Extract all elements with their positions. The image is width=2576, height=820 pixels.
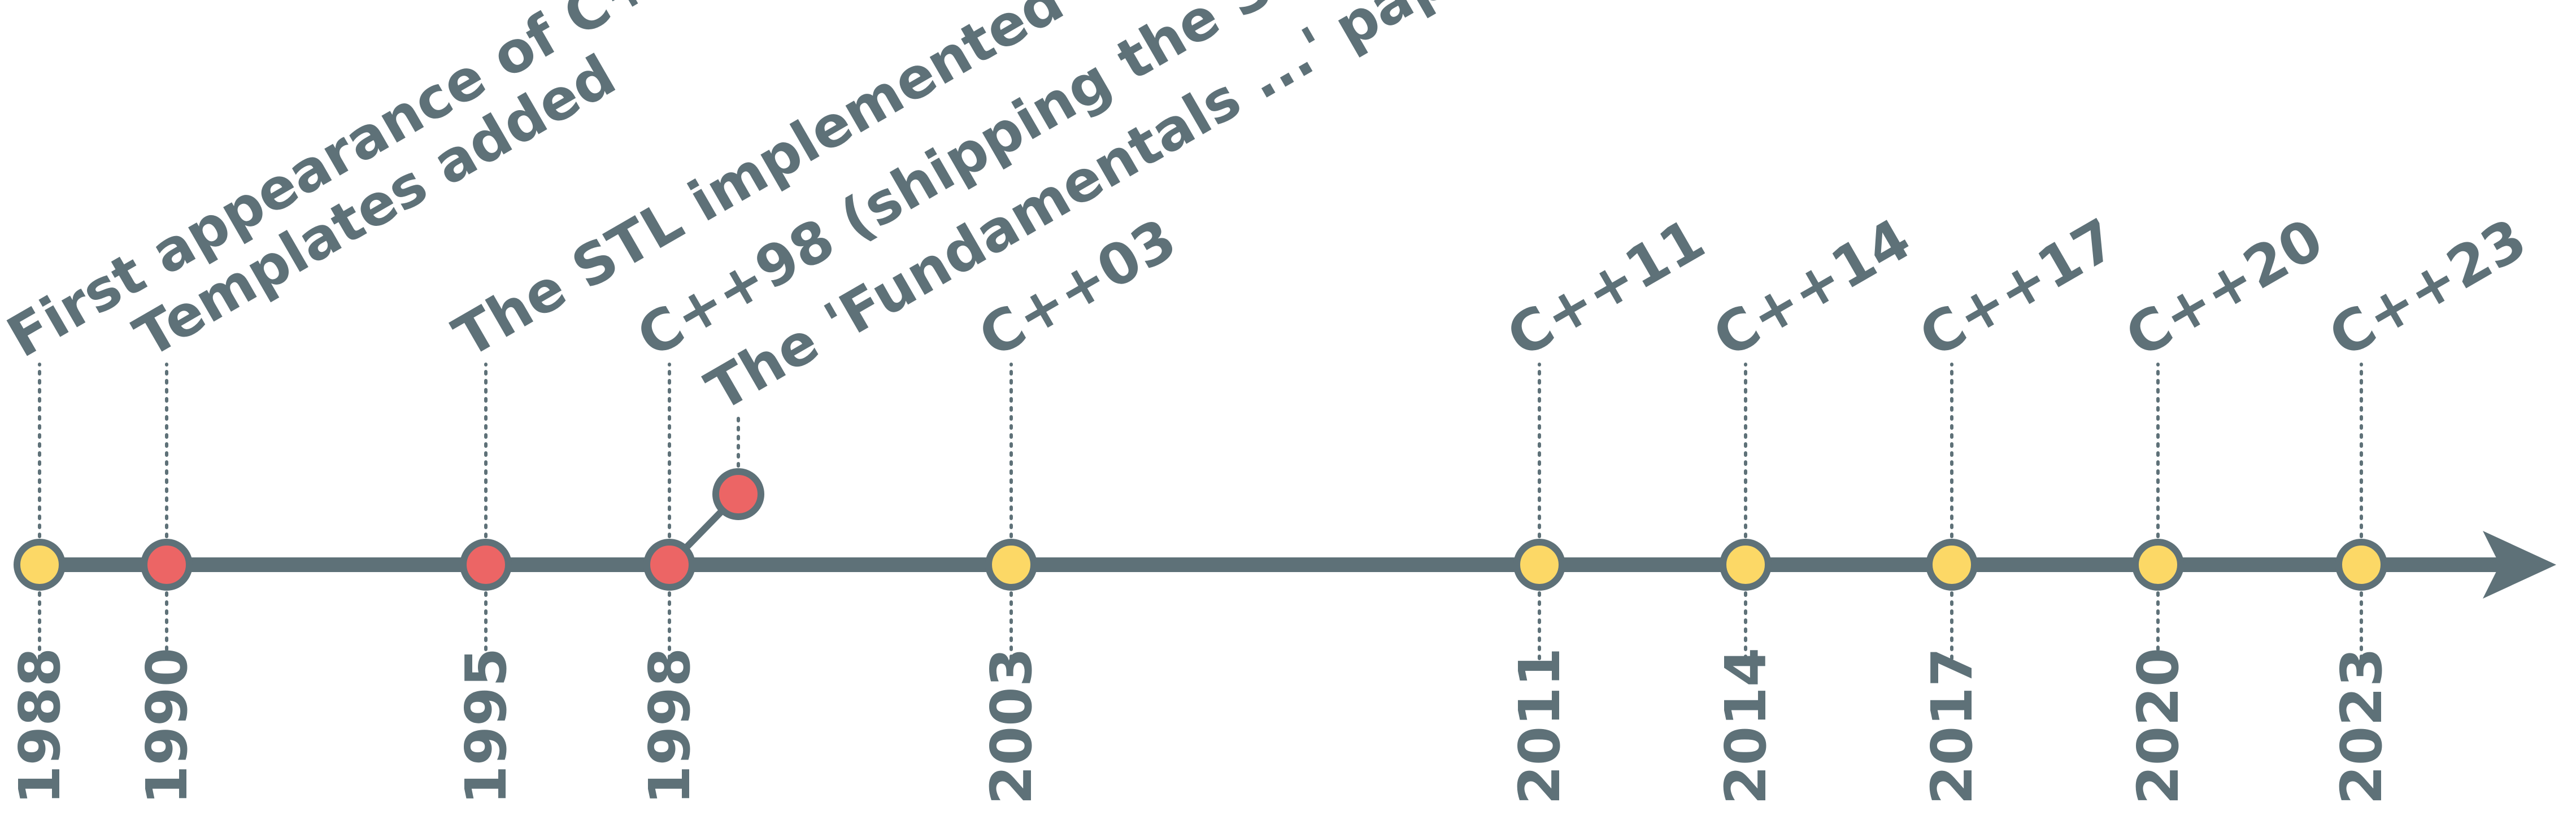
marker-cpp11 — [1513, 539, 1565, 591]
marker-fundamentals-paper — [712, 468, 764, 520]
marker-cpp17 — [1926, 539, 1978, 591]
axis-arrowhead — [2483, 531, 2556, 599]
timeline-axis — [15, 531, 2556, 599]
dashed-guides — [38, 363, 2363, 662]
year-label-2020: 2020 — [2125, 648, 2191, 805]
event-label-cpp23: C++23 — [2318, 206, 2538, 370]
year-label-1988: 1988 — [7, 648, 73, 805]
marker-cpp98 — [643, 539, 695, 591]
year-label-1990: 1990 — [134, 648, 200, 805]
event-labels: First appearance of C++Templates addedTh… — [0, 0, 2537, 424]
marker-stl-implemented — [460, 539, 512, 591]
marker-first-appearance — [14, 539, 66, 591]
year-labels: 1988 1990 1995 1998 2003 2011 2014 2017 2020 2023 — [7, 648, 2395, 805]
marker-cpp20 — [2132, 539, 2184, 591]
year-label-2003: 2003 — [978, 648, 1045, 805]
marker-templates-added — [141, 539, 193, 591]
year-label-1998: 1998 — [637, 648, 703, 805]
event-label-cpp14: C++14 — [1703, 206, 1922, 370]
marker-cpp03 — [985, 539, 1037, 591]
marker-cpp14 — [1720, 539, 1772, 591]
marker-cpp23 — [2335, 539, 2387, 591]
year-label-2017: 2017 — [1919, 648, 1985, 805]
event-markers — [14, 468, 2387, 591]
event-label-cpp20: C++20 — [2115, 206, 2334, 370]
year-label-1995: 1995 — [453, 648, 519, 805]
event-label-cpp11: C++11 — [1496, 206, 1716, 370]
year-label-2023: 2023 — [2329, 648, 2395, 805]
year-label-2011: 2011 — [1507, 648, 1573, 805]
year-label-2014: 2014 — [1713, 648, 1779, 805]
event-label-cpp17: C++17 — [1909, 206, 2128, 370]
